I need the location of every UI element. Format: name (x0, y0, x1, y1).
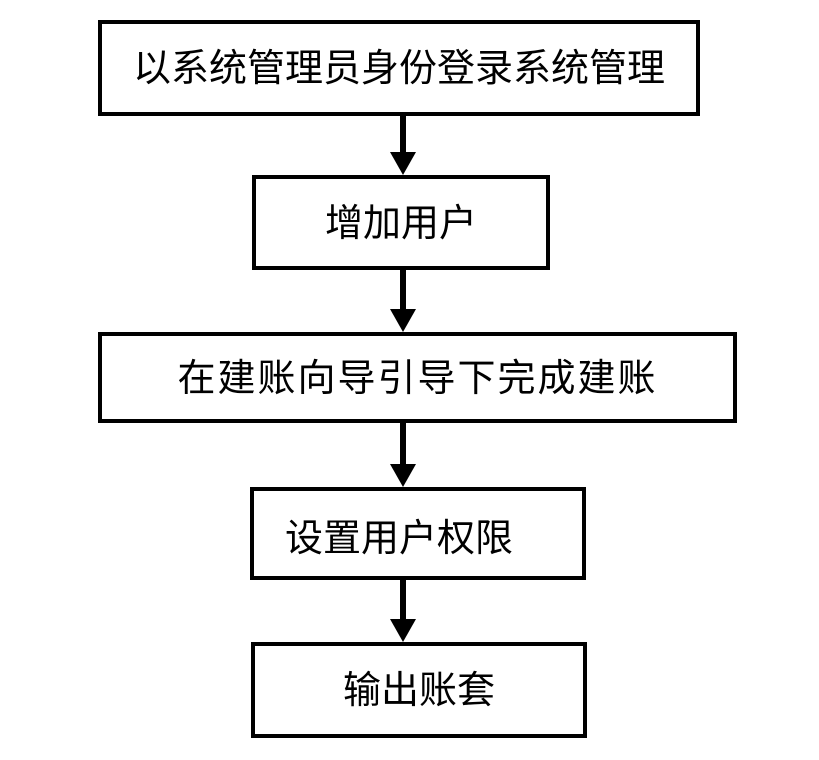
flow-node-add-user: 增加用户 (252, 175, 550, 270)
flow-node-label: 在建账向导引导下完成建账 (177, 355, 658, 400)
arrow-stem (400, 116, 406, 154)
flow-node-complete-account-setup-wizard: 在建账向导引导下完成建账 (98, 332, 737, 423)
arrow-down-icon (390, 464, 416, 487)
flow-node-label: 增加用户 (324, 200, 477, 245)
flow-node-label: 设置用户权限 (285, 515, 514, 560)
flow-node-output-account-set: 输出账套 (251, 642, 587, 738)
arrow-down-icon (390, 619, 416, 642)
flow-node-label: 输出账套 (342, 668, 495, 712)
flow-node-label: 以系统管理员身份登录系统管理 (132, 46, 665, 90)
arrow-stem (400, 270, 406, 311)
flow-node-set-user-permissions: 设置用户权限 (250, 487, 586, 580)
arrow-stem (400, 423, 406, 466)
arrow-down-icon (390, 309, 416, 332)
flow-node-login-system-management: 以系统管理员身份登录系统管理 (98, 20, 700, 116)
arrow-stem (400, 580, 406, 621)
arrow-down-icon (390, 152, 416, 175)
